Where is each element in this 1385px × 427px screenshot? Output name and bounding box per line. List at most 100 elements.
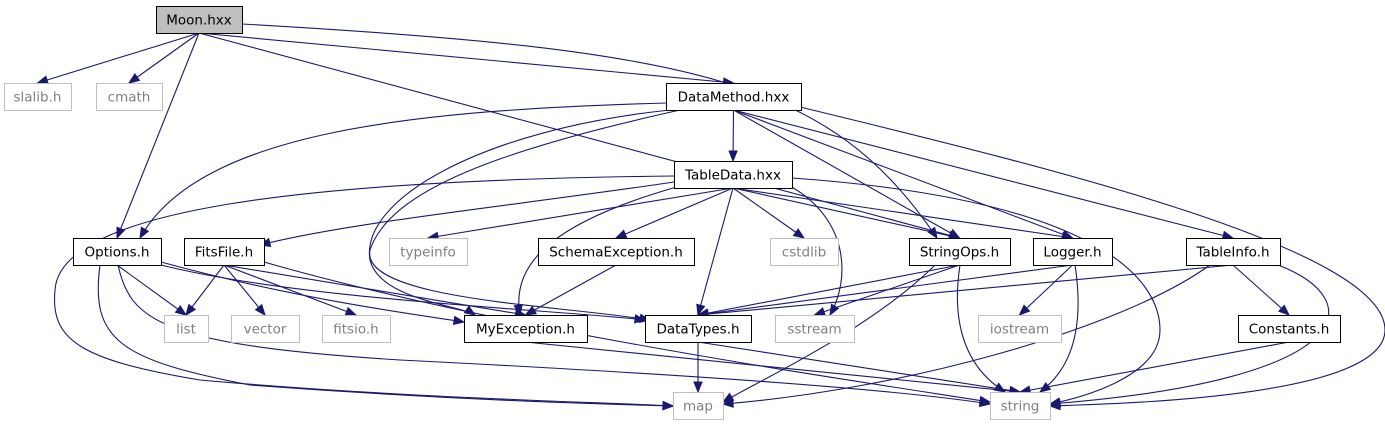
edge-stringops-to-datatypes: [697, 264, 960, 316]
node-box-typeinfo: [389, 238, 468, 266]
node-fitsio: fitsio.h: [322, 315, 391, 343]
arrowhead-moon-to-slalib: [36, 75, 49, 85]
node-box-myexception: [464, 315, 588, 343]
edge-tabledata-to-fitsfile: [259, 181, 675, 246]
node-constants[interactable]: Constants.h: [1238, 315, 1341, 343]
node-label-typeinfo: typeinfo: [400, 245, 455, 261]
edge-logger-to-string: [1039, 264, 1079, 393]
arrowhead-stringops-to-sstream: [813, 307, 826, 317]
node-vector: vector: [231, 315, 300, 343]
arrowhead-options-to-myexception: [452, 315, 466, 326]
arrowhead-datatypes-to-map: [693, 381, 703, 394]
node-slalib: slalib.h: [4, 83, 72, 111]
edge-tabledata-to-schemaexception: [615, 187, 734, 239]
edge-fitsfile-to-vector: [223, 264, 266, 316]
edge-myexception-to-string: [525, 341, 1021, 393]
arrowhead-options-to-datatypes: [634, 314, 647, 324]
node-box-cmath: [96, 83, 163, 111]
node-tabledata[interactable]: TableData.hxx: [674, 161, 793, 189]
edge-fitsfile-to-string: [263, 261, 991, 403]
edge-datamethod-to-logger: [733, 109, 1073, 239]
edge-tabledata-to-stringops: [732, 187, 960, 239]
arrowhead-fitsfile-to-fitsio: [344, 306, 358, 316]
arrowhead-logger-to-iostream: [1018, 304, 1031, 316]
node-box-vector: [231, 315, 300, 343]
arrowhead-moon-to-cmath: [127, 73, 141, 84]
edge-constants-to-string: [1019, 341, 1290, 393]
node-tableinfo[interactable]: TableInfo.h: [1186, 238, 1281, 266]
edge-datamethod-to-datatypes: [369, 109, 681, 321]
node-iostream: iostream: [978, 315, 1062, 343]
node-list: list: [164, 315, 209, 343]
node-box-datatypes: [645, 315, 752, 343]
edge-logger-to-datatypes: [697, 264, 1073, 316]
edge-moon-to-cmath: [128, 32, 200, 84]
node-datamethod[interactable]: DataMethod.hxx: [666, 83, 802, 111]
node-box-list: [164, 315, 209, 343]
edge-tabledata-to-typeinfo: [427, 187, 734, 239]
edge-options-to-myexception: [160, 261, 465, 323]
edge-moon-to-slalib: [37, 32, 200, 84]
arrowhead-tableinfo-to-constants: [1278, 304, 1291, 316]
arrowhead-tabledata-to-datatypes: [696, 303, 706, 317]
node-label-options: Options.h: [85, 245, 150, 261]
edge-fitsfile-to-myexception: [223, 264, 526, 316]
node-typeinfo: typeinfo: [389, 238, 468, 266]
edge-moon-to-options: [116, 32, 200, 239]
node-stringops[interactable]: StringOps.h: [909, 238, 1011, 266]
node-label-iostream: iostream: [990, 322, 1049, 338]
node-options[interactable]: Options.h: [73, 238, 162, 266]
node-fitsfile[interactable]: FitsFile.h: [184, 238, 265, 266]
node-box-stringops: [909, 238, 1011, 266]
edge-datamethod-to-myexception: [368, 109, 671, 316]
node-logger[interactable]: Logger.h: [1033, 238, 1113, 266]
edge-tableinfo-to-constants: [1232, 264, 1290, 316]
edge-moon-to-stringops: [198, 32, 960, 239]
node-box-fitsio: [322, 315, 391, 343]
node-box-iostream: [978, 315, 1062, 343]
node-label-schemaexception: SchemaException.h: [549, 245, 683, 261]
node-myexception[interactable]: MyException.h: [464, 315, 588, 343]
node-label-cmath: cmath: [108, 90, 151, 106]
edge-datamethod-to-stringops: [733, 109, 960, 239]
node-label-datatypes: DataTypes.h: [656, 322, 739, 338]
node-label-tableinfo: TableInfo.h: [1195, 245, 1269, 261]
edges-layer: [36, 23, 1385, 411]
node-label-cstdlib: cstdlib: [782, 245, 826, 261]
node-label-fitsfile: FitsFile.h: [195, 245, 253, 261]
arrowhead-tableinfo-to-string: [1048, 398, 1061, 408]
node-schemaexception[interactable]: SchemaException.h: [538, 238, 695, 266]
node-string: string: [990, 392, 1051, 420]
node-box-datamethod: [666, 83, 802, 111]
edge-stringops-to-map: [722, 264, 936, 403]
node-label-vector: vector: [244, 322, 287, 338]
edge-moon-to-datamethod: [198, 32, 734, 84]
node-label-slalib: slalib.h: [14, 90, 62, 106]
arrowhead-datamethod-to-myexception: [463, 305, 477, 316]
node-label-sstream: sstream: [787, 322, 841, 338]
edge-options-to-string: [117, 264, 991, 405]
arrowhead-datamethod-to-tabledata: [728, 150, 738, 163]
nodes-layer: Moon.hxx slalib.h cmath DataMethod.hxxTable…: [4, 6, 1341, 420]
edge-tabledata-to-datatypes: [697, 187, 734, 316]
edge-datamethod-to-options: [139, 102, 667, 239]
node-label-stringops: StringOps.h: [920, 245, 999, 261]
arrowhead-tabledata-to-cstdlib: [792, 228, 806, 239]
node-label-constants: Constants.h: [1249, 322, 1330, 338]
node-moon[interactable]: Moon.hxx: [156, 6, 243, 34]
node-box-options: [73, 238, 162, 266]
arrowhead-tabledata-to-schemaexception: [614, 229, 628, 239]
edge-datatypes-to-string: [697, 341, 1021, 393]
edge-options-to-list: [116, 264, 187, 316]
node-box-logger: [1033, 238, 1113, 266]
edge-tableinfo-to-datatypes: [697, 264, 1234, 316]
node-label-fitsio: fitsio.h: [333, 322, 378, 338]
edge-options-to-map: [97, 264, 674, 407]
node-datatypes[interactable]: DataTypes.h: [645, 315, 752, 343]
node-label-moon: Moon.hxx: [166, 13, 232, 29]
node-label-logger: Logger.h: [1043, 245, 1101, 261]
arrowhead-moon-to-options: [116, 226, 126, 240]
edge-tableinfo-to-map: [722, 264, 1211, 405]
edge-tabledata-to-string: [791, 177, 1161, 405]
